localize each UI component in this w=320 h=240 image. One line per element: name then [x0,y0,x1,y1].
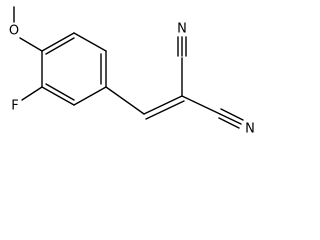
atom-oxygen-label: O [9,24,19,39]
bond-ring-5-6-inner [45,83,75,101]
bond-ring-fluorine [21,86,43,101]
bond-oxygen-ring [19,37,43,52]
atom-nitrogen-bottom-label: N [245,122,255,137]
bond-vinyl-double-1 [143,95,183,115]
bond-vinyl-double-2 [145,100,185,120]
atom-fluorine-label: F [11,99,18,114]
structure-diagram: O F N N [9,6,255,137]
bond-ring-vinyl [105,86,145,115]
bond-nitrile-bottom-1 [219,113,242,125]
bond-ring-2-3 [73,32,107,52]
bond-ring-4-5 [73,86,107,106]
atom-nitrogen-top-label: N [177,22,187,37]
bond-nitrile-bottom-2 [220,108,244,121]
bond-nitrile-bottom-3 [218,117,240,129]
bond-ring-5-6 [41,86,75,106]
bond-ring-1-2-inner [45,37,75,55]
bond-ring-1-2 [41,32,75,52]
bond-carbon-nitrile-bottom [181,95,221,115]
